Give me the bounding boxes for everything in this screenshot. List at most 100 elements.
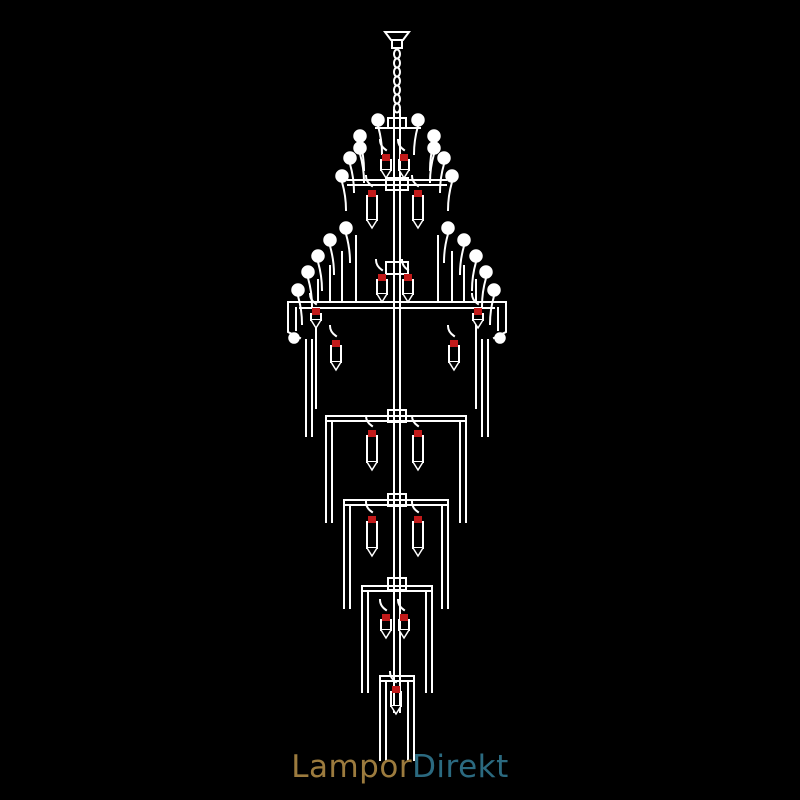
candle-bulb-base (400, 154, 408, 161)
globe-arm (316, 260, 324, 292)
globe-arm (340, 180, 348, 212)
globe-arm (428, 152, 436, 184)
candle-bulb-base (414, 430, 422, 437)
candle-bulb-base (312, 308, 320, 315)
candle-tip (376, 293, 388, 304)
candle-sleeve (366, 521, 378, 549)
globe-lamps (288, 113, 506, 344)
stem-joint (387, 117, 407, 129)
candle-tip (330, 361, 342, 372)
logo-text-direkt: Direkt (412, 749, 509, 785)
globe-bulb (353, 141, 367, 155)
candle-sleeve (376, 279, 388, 295)
globe-bulb (441, 221, 455, 235)
candle-arm (396, 138, 406, 152)
candle-sleeve (366, 435, 378, 463)
candle-arm (410, 414, 420, 428)
candle-bulb-base (368, 430, 376, 437)
candle-tip (366, 219, 378, 230)
globe-bulb (494, 332, 506, 344)
globe-bulb (339, 221, 353, 235)
globe-bulb (427, 141, 441, 155)
globe-arm (470, 260, 478, 292)
chain-link (393, 84, 401, 96)
globe-bulb (437, 151, 451, 165)
globe-arm (344, 232, 352, 264)
candle-bulb-base (382, 614, 390, 621)
globe-bulb (411, 113, 425, 127)
chain-link (393, 75, 401, 87)
globe-bulb (371, 113, 385, 127)
globe-bulb (343, 151, 357, 165)
candle-tip (412, 461, 424, 472)
chain-link (393, 102, 401, 114)
candle-sleeve (366, 195, 378, 221)
logo-text-lampor: Lampor (291, 749, 413, 785)
globe-bulb (445, 169, 459, 183)
candle-sleeve (412, 195, 424, 221)
candle-bulb-base (400, 614, 408, 621)
candle-sleeve (330, 345, 342, 363)
candle-bulb-base (368, 190, 376, 197)
candle-bulb-base (378, 274, 386, 281)
globe-bulb (291, 283, 305, 297)
candle-lamps (310, 154, 484, 716)
globe-bulb (311, 249, 325, 263)
globe-arm (296, 294, 304, 326)
candle-tip (448, 361, 460, 372)
candle-arm (446, 324, 456, 338)
candle-arm (328, 324, 338, 338)
candle-arm (388, 670, 398, 684)
candle-arm (410, 500, 420, 514)
globe-bulb (427, 129, 441, 143)
globe-bulb (353, 129, 367, 143)
candle-tip (390, 705, 402, 716)
globe-arm (446, 180, 454, 212)
chain-link (393, 93, 401, 105)
globe-bulb (288, 332, 300, 344)
candle-bulb-base (474, 308, 482, 315)
chain-link (393, 57, 401, 69)
candle-bulb-base (332, 340, 340, 347)
candle-arm (364, 500, 374, 514)
candle-arm (374, 258, 384, 272)
globe-arm (328, 244, 336, 276)
chandelier-frame (287, 31, 507, 761)
candle-sleeve (448, 345, 460, 363)
candle-arm (400, 258, 410, 272)
globe-arm (458, 244, 466, 276)
globe-bulb (457, 233, 471, 247)
stem-joint (387, 577, 407, 591)
globe-bulb (323, 233, 337, 247)
globe-arm (306, 276, 314, 308)
brand-logo: LamporDirekt (0, 752, 800, 783)
globe-arm (438, 162, 446, 194)
candle-bulb-base (414, 190, 422, 197)
globe-bulb (335, 169, 349, 183)
candle-bulb-base (368, 516, 376, 523)
candle-arm (410, 174, 420, 188)
candle-bulb-base (414, 516, 422, 523)
candle-sleeve (380, 619, 392, 631)
globe-arm (488, 294, 496, 326)
globe-arm (348, 162, 356, 194)
candle-tip (366, 547, 378, 558)
candle-arm (364, 174, 374, 188)
candle-bulb-base (404, 274, 412, 281)
candle-tip (366, 461, 378, 472)
candle-sleeve (402, 279, 414, 295)
candle-sleeve (380, 159, 392, 171)
ceiling-canopy (383, 31, 411, 41)
candle-bulb-base (450, 340, 458, 347)
canopy-stem (391, 39, 403, 49)
candle-arm (470, 292, 480, 306)
candle-arm (378, 138, 388, 152)
candle-tip (398, 629, 410, 640)
globe-bulb (301, 265, 315, 279)
candle-tip (310, 319, 322, 330)
candle-bulb-base (392, 686, 400, 693)
candle-sleeve (412, 521, 424, 549)
chain-link (393, 66, 401, 78)
candle-tip (412, 547, 424, 558)
